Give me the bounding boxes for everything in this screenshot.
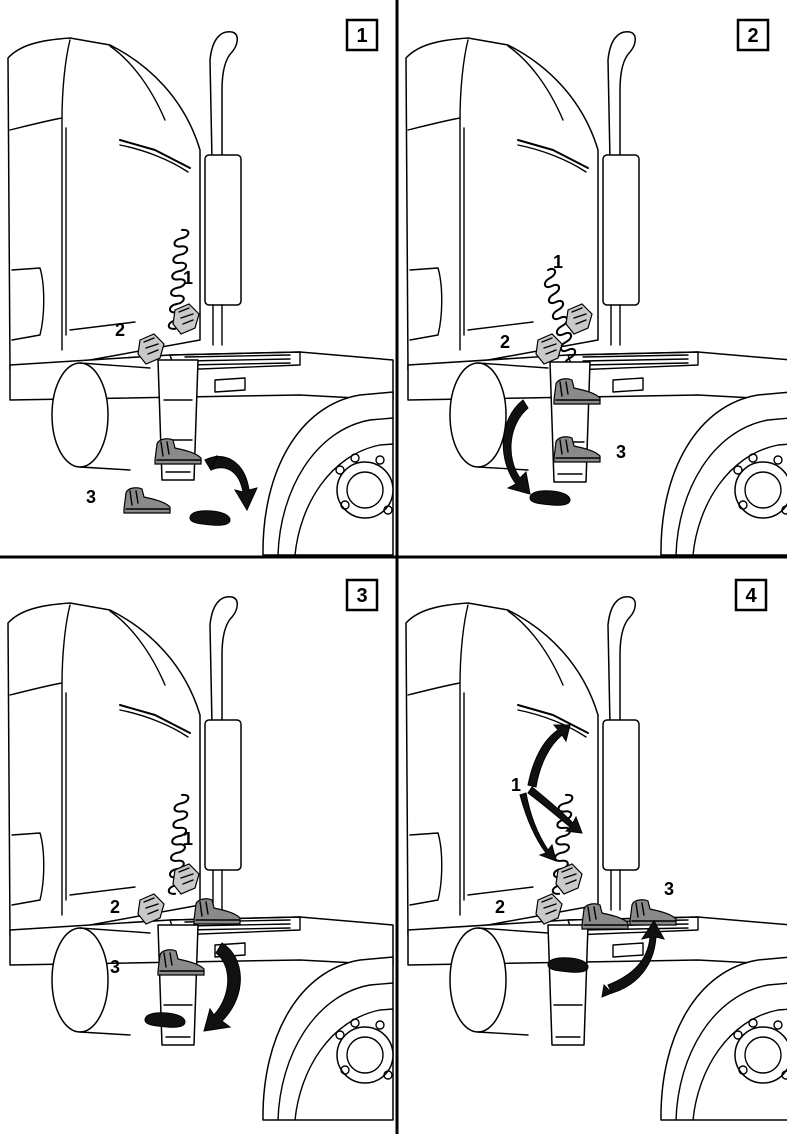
- panel-1: 1 1 2 3: [8, 20, 393, 555]
- callout-1: 1: [183, 829, 193, 849]
- truck-illustration: [406, 597, 787, 1120]
- callout-1: 1: [553, 252, 563, 272]
- work-boot-icon: [194, 899, 240, 924]
- truck-illustration: [8, 32, 393, 555]
- panel-number: 1: [356, 25, 367, 47]
- truck-illustration: [8, 597, 393, 1120]
- panel-2: 2 1 2 3: [406, 20, 787, 555]
- callout-2: 2: [500, 332, 510, 352]
- callout-2: 2: [110, 897, 120, 917]
- access-steps: [548, 925, 588, 1045]
- callout-3: 3: [616, 442, 626, 462]
- callout-3: 3: [86, 487, 96, 507]
- truck-illustration: [406, 32, 787, 555]
- panel-number: 3: [356, 585, 367, 607]
- panel-3: 3 1 2 3: [8, 580, 393, 1120]
- callout-1: 1: [511, 775, 521, 795]
- callout-3: 3: [110, 957, 120, 977]
- work-boot-icon: [630, 900, 676, 925]
- panel-number: 4: [745, 585, 757, 607]
- callout-2: 2: [115, 320, 125, 340]
- panel-4: 4 1 2 3: [406, 580, 787, 1120]
- work-boot-icon: [124, 488, 170, 513]
- callout-3: 3: [664, 879, 674, 899]
- work-boot-icon: [582, 904, 628, 929]
- footprint-icon: [530, 491, 570, 506]
- callout-1: 1: [183, 268, 193, 288]
- panel-number: 2: [747, 25, 758, 47]
- footprint-icon: [190, 511, 230, 526]
- curved-arrow-icon: [503, 400, 530, 494]
- curved-arrow-icon: [205, 456, 257, 510]
- callout-2: 2: [495, 897, 505, 917]
